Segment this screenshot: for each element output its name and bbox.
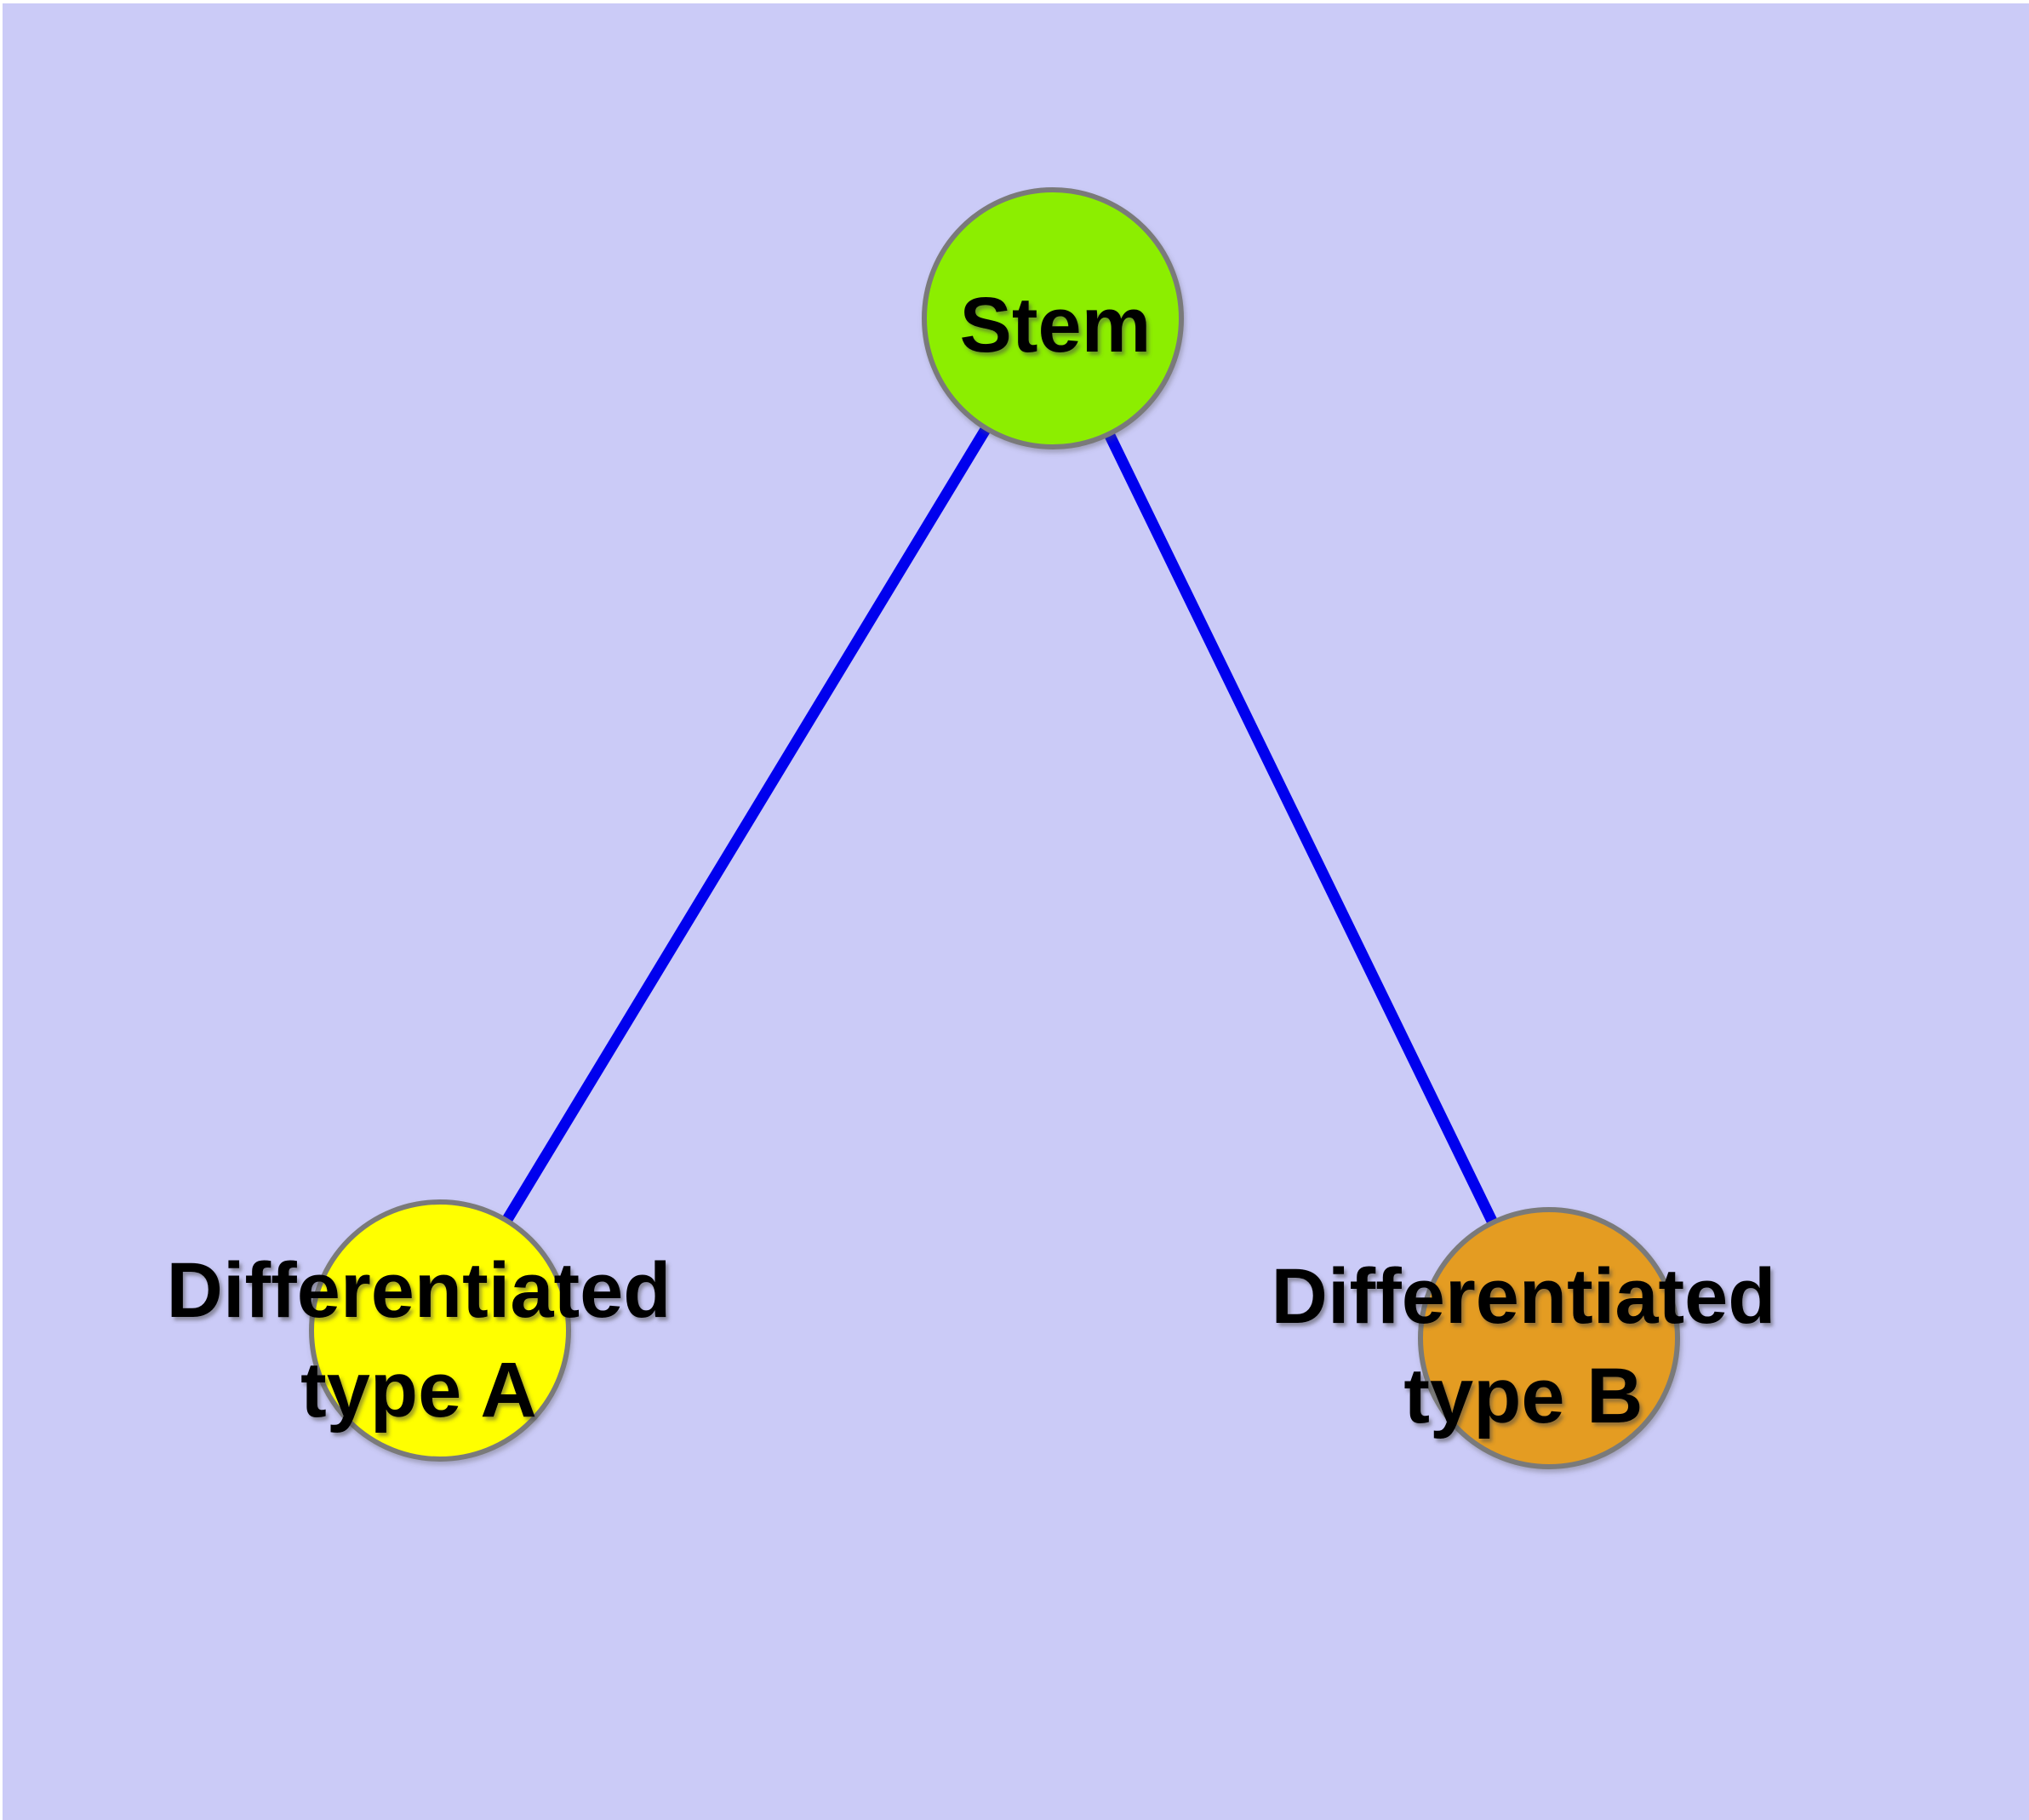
- nodes: [309, 187, 1680, 1469]
- node-labels: Stem Differentiated type A Differentiate…: [167, 282, 1776, 1439]
- node-type-b-circle: [1418, 1207, 1680, 1469]
- edge-stem-to-type-a: [435, 315, 1058, 1334]
- label-type-b-line1: Differentiated: [1272, 1253, 1776, 1340]
- label-stem: Stem: [960, 282, 1152, 369]
- edges: [435, 315, 1554, 1341]
- label-type-b-line2: type B: [1403, 1353, 1643, 1439]
- edge-stem-to-type-b: [1048, 316, 1554, 1341]
- node-stem-circle: [922, 187, 1184, 449]
- label-type-a-line2: type A: [300, 1347, 537, 1434]
- node-type-a-circle: [309, 1199, 571, 1462]
- label-type-a-line1: Differentiated: [167, 1247, 672, 1334]
